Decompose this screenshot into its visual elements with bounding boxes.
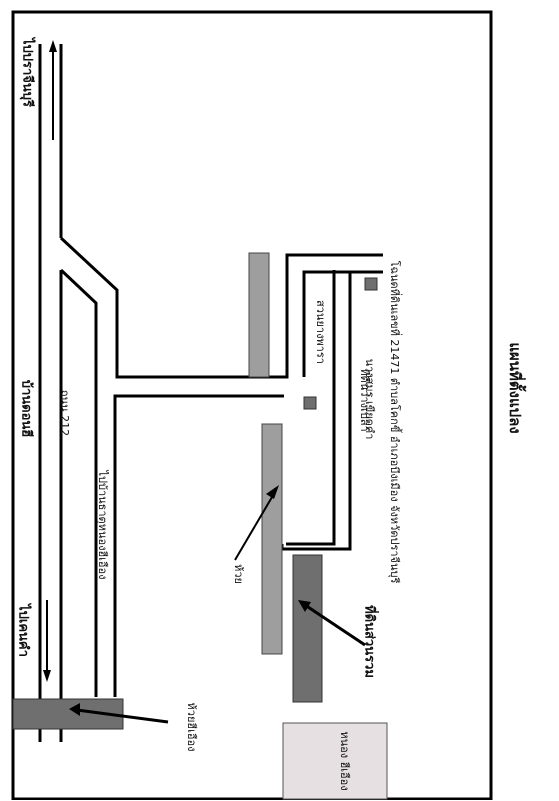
creek2-pointer	[76, 708, 169, 724]
pond-block	[282, 722, 388, 800]
address-line: โฉนดที่ดินเลขที่ 21471 ตำบลโคกขี้ อำเภอบ…	[388, 260, 401, 584]
village-left: บ้านดอนฮี	[18, 379, 34, 438]
side-road-label: ไปบ้านธาตุหนองฮีเอือง	[96, 470, 109, 580]
plot-pointer	[304, 603, 366, 647]
map-title: แผนที่ตั้งแปลง	[506, 342, 524, 434]
branch-road-inner-2	[113, 394, 284, 697]
plot-pointer-head	[298, 600, 311, 612]
land-label: ที่ดินว่างเปล่า	[358, 368, 371, 432]
road-name: ถนน 212	[58, 389, 71, 437]
creek-pointer	[234, 491, 276, 561]
map-frame	[11, 10, 493, 800]
branch-road-south-2	[286, 270, 336, 546]
marker-small-2	[364, 277, 378, 291]
creek-strip-lower	[261, 423, 283, 655]
to-top-label: ไปปราจีนบุรี	[19, 37, 35, 108]
branch-road-outer	[59, 236, 383, 379]
creek2-pointer-head	[69, 703, 80, 716]
pond-label: หนอง ฮีเอือง	[338, 731, 351, 791]
arrow-down-icon	[43, 670, 51, 682]
branch-road-inner	[59, 268, 98, 697]
arrow-up-icon	[49, 40, 57, 52]
creek-pointer-head	[266, 485, 279, 499]
garden-label: สวนยางพารา	[314, 300, 327, 364]
branch-road-east	[302, 270, 383, 377]
marker-small-1	[303, 396, 317, 410]
land-plot-block	[292, 554, 323, 703]
creek-label: ห้วย	[232, 564, 245, 584]
plot-label: ที่ดินส่วนรวม	[361, 605, 377, 678]
to-bottom-label: ไปเคนคำ	[15, 604, 31, 657]
creek2-label: ห้วยฮีเอือง	[185, 702, 198, 752]
creek-strip-upper	[248, 252, 270, 378]
